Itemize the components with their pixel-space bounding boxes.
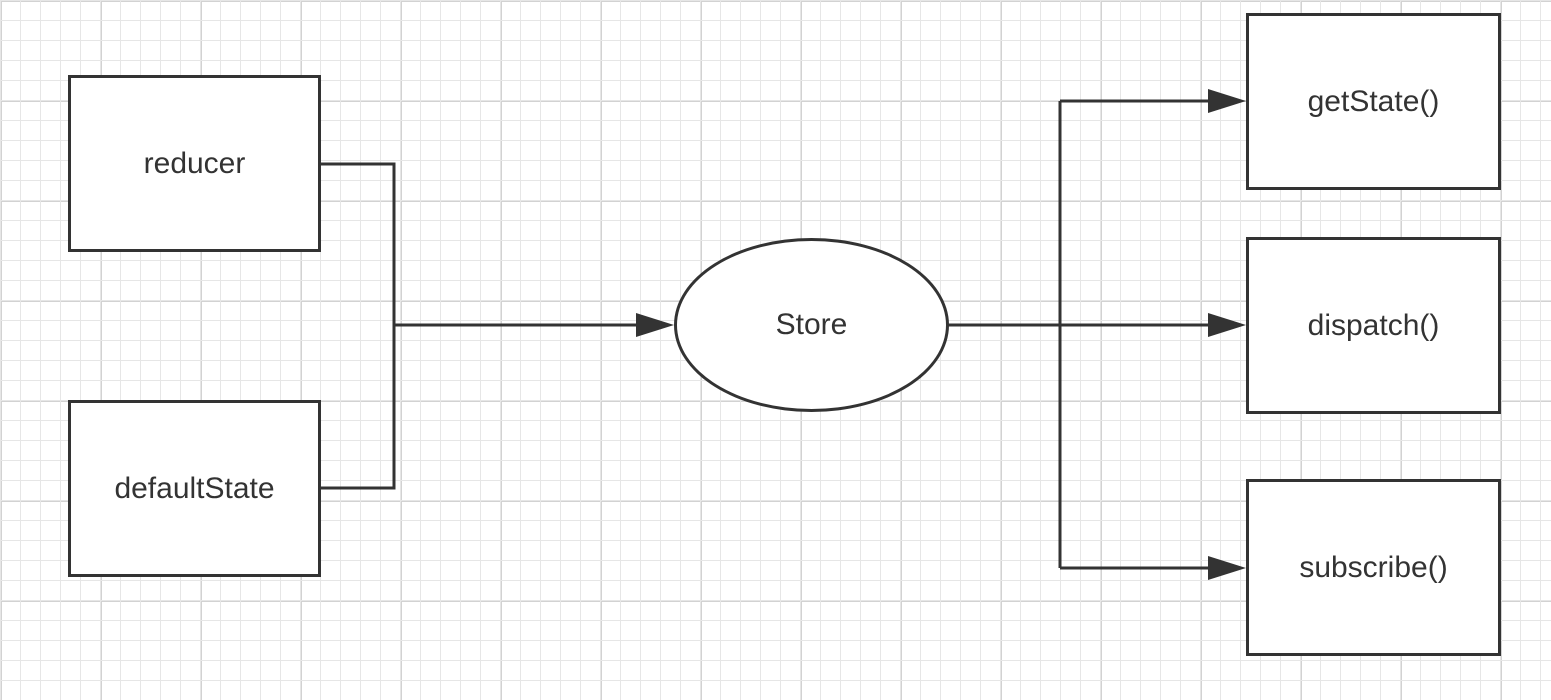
getstate-arrowhead <box>1208 89 1246 113</box>
subscribe-node: subscribe() <box>1246 479 1501 656</box>
getstate-label: getState() <box>1307 84 1440 118</box>
dispatch-label: dispatch() <box>1307 308 1440 342</box>
default-state-node: defaultState <box>68 400 321 577</box>
reducer-connector <box>320 162 396 490</box>
reducer-label: reducer <box>143 146 246 180</box>
default-state-label: defaultState <box>114 471 275 505</box>
dispatch-arrowhead <box>1208 313 1246 337</box>
getstate-node: getState() <box>1246 13 1501 190</box>
store-node: Store <box>674 238 949 412</box>
store-label: Store <box>775 308 848 341</box>
dispatch-node: dispatch() <box>1246 237 1501 414</box>
subscribe-label: subscribe() <box>1299 550 1448 584</box>
subscribe-arrowhead <box>1208 556 1246 580</box>
store-arrowhead <box>636 313 674 337</box>
reducer-node: reducer <box>68 75 321 252</box>
